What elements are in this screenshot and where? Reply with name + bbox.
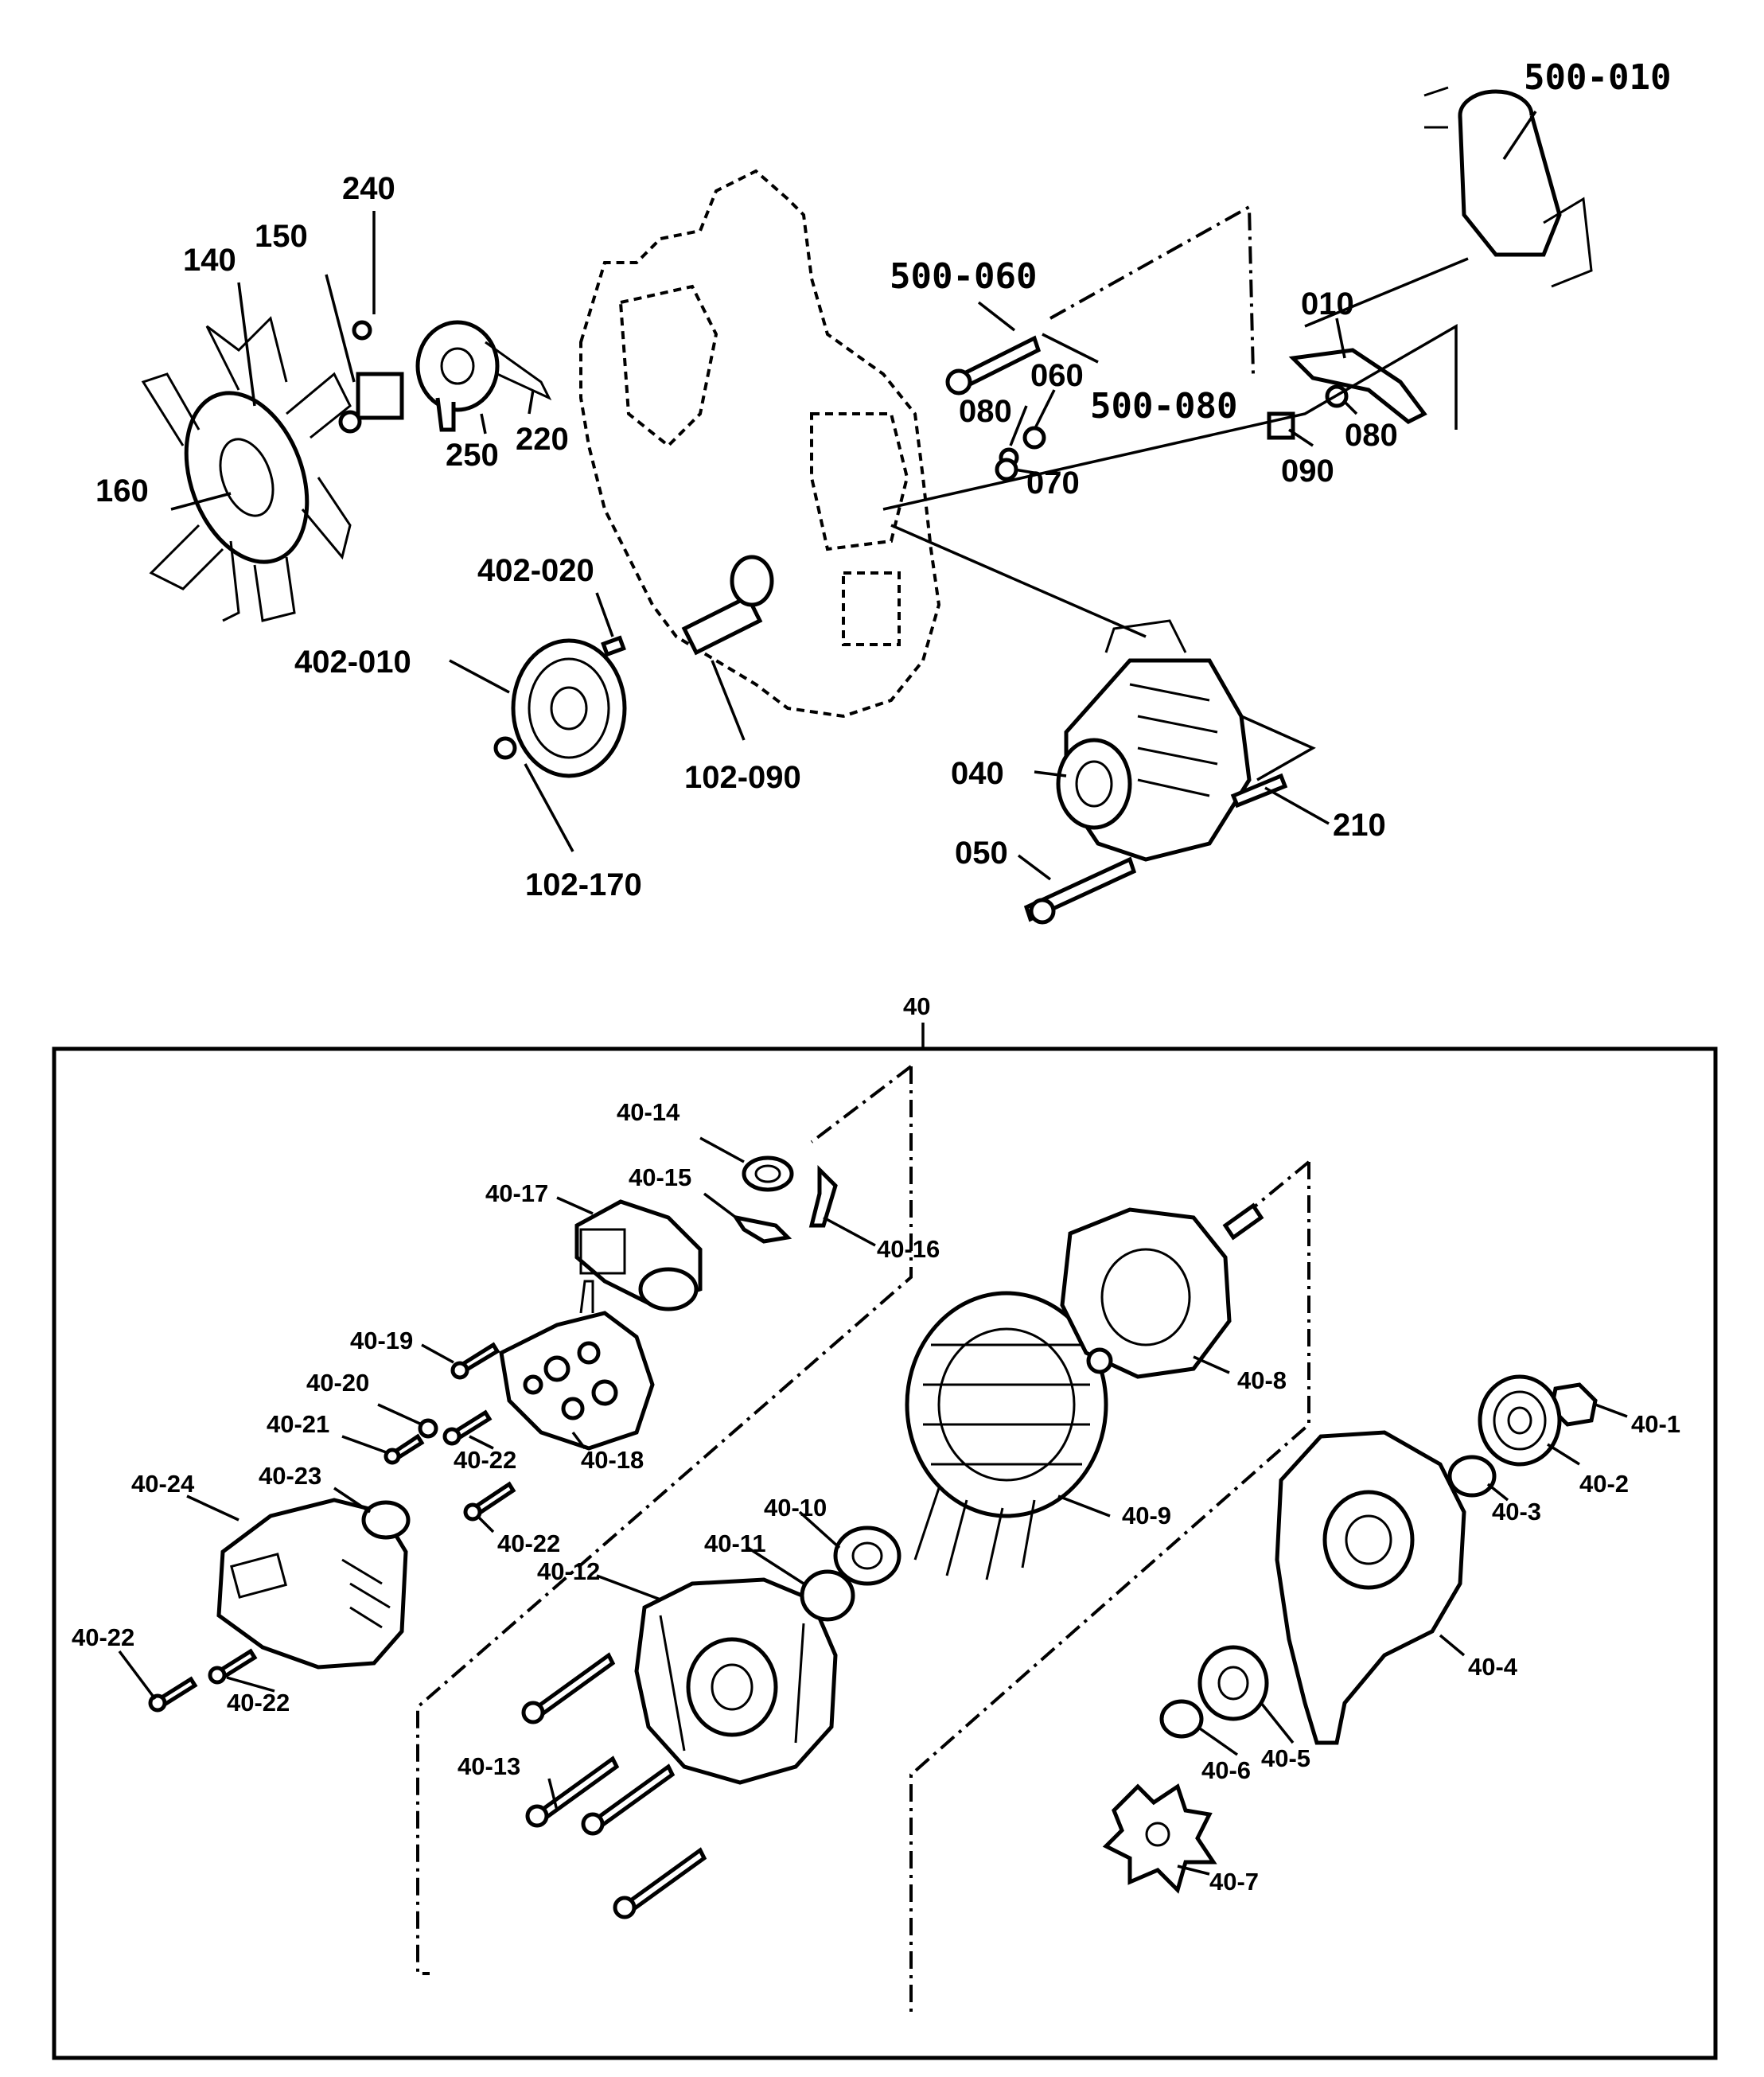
label-40-1: 40-1: [1631, 1410, 1680, 1438]
label-220: 220: [516, 422, 569, 457]
label-40-3: 40-3: [1492, 1498, 1541, 1526]
label-090: 090: [1281, 454, 1334, 489]
inset-labels: 40-14 40-15 40-16 40-17 40-19 40-20 40-2…: [72, 1098, 1680, 1896]
label-102-090: 102-090: [684, 760, 801, 795]
label-40-8: 40-8: [1237, 1366, 1287, 1394]
label-070: 070: [1026, 466, 1080, 501]
label-40-20: 40-20: [306, 1369, 369, 1397]
upper-leader-lines: [170, 111, 1537, 881]
label-160: 160: [95, 473, 149, 509]
label-402-010: 402-010: [294, 645, 411, 680]
label-40-22-b: 40-22: [497, 1529, 560, 1557]
crankshaft-end: [681, 555, 774, 656]
inset-parts: [148, 1155, 1598, 1919]
label-40-22-d: 40-22: [227, 1689, 290, 1717]
label-40-19: 40-19: [350, 1327, 413, 1354]
label-40-24: 40-24: [131, 1470, 195, 1498]
label-40-4: 40-4: [1468, 1653, 1518, 1681]
label-060: 060: [1030, 358, 1084, 393]
label-500-080: 500-080: [1090, 386, 1237, 427]
crank-pulley: [493, 635, 627, 778]
label-010: 010: [1301, 286, 1354, 321]
adjusting-bracket: [1267, 348, 1427, 440]
frame-label: 40: [903, 992, 930, 1020]
label-150: 150: [255, 219, 308, 254]
label-240: 240: [342, 171, 395, 206]
label-40-6: 40-6: [1201, 1756, 1251, 1784]
cooling-fan: [141, 316, 352, 622]
label-080-left: 080: [959, 394, 1012, 429]
label-250: 250: [446, 438, 499, 473]
label-40-7: 40-7: [1209, 1868, 1259, 1896]
fan-spacer: [338, 320, 404, 434]
upper-guide-lines: [882, 204, 1469, 781]
label-40-9: 40-9: [1122, 1502, 1171, 1529]
alternator: [1023, 619, 1288, 925]
label-40-22-a: 40-22: [454, 1446, 516, 1474]
label-40-11: 40-11: [704, 1529, 766, 1557]
inset-frame: 40: [52, 992, 1718, 2060]
label-40-23: 40-23: [259, 1462, 321, 1490]
thermostat-housing: [1423, 86, 1593, 288]
label-140: 140: [183, 243, 236, 278]
label-40-21: 40-21: [267, 1410, 329, 1438]
label-40-12: 40-12: [537, 1557, 600, 1585]
label-402-020: 402-020: [477, 553, 594, 588]
label-040: 040: [951, 756, 1004, 791]
label-050: 050: [955, 836, 1008, 871]
label-40-10: 40-10: [764, 1494, 827, 1522]
label-40-5: 40-5: [1261, 1744, 1310, 1772]
label-40-14: 40-14: [617, 1098, 680, 1126]
upper-labels: 240 150 140 160 250 220 402-020 402-010 …: [95, 57, 1671, 902]
label-40-13: 40-13: [458, 1752, 520, 1780]
label-40-16: 40-16: [877, 1235, 940, 1263]
gear-case: [579, 169, 941, 719]
inset-leader-lines: [118, 1136, 1628, 1876]
label-40-18: 40-18: [581, 1446, 644, 1474]
water-pump-pulley: [415, 320, 552, 432]
label-40-17: 40-17: [485, 1179, 548, 1207]
label-500-060: 500-060: [890, 256, 1037, 297]
label-080-right: 080: [1345, 418, 1398, 453]
label-40-22-c: 40-22: [72, 1623, 134, 1651]
label-210: 210: [1333, 808, 1386, 843]
label-40-2: 40-2: [1579, 1470, 1629, 1498]
label-102-170: 102-170: [525, 867, 642, 902]
label-500-010: 500-010: [1524, 57, 1671, 98]
label-40-15: 40-15: [629, 1163, 691, 1191]
